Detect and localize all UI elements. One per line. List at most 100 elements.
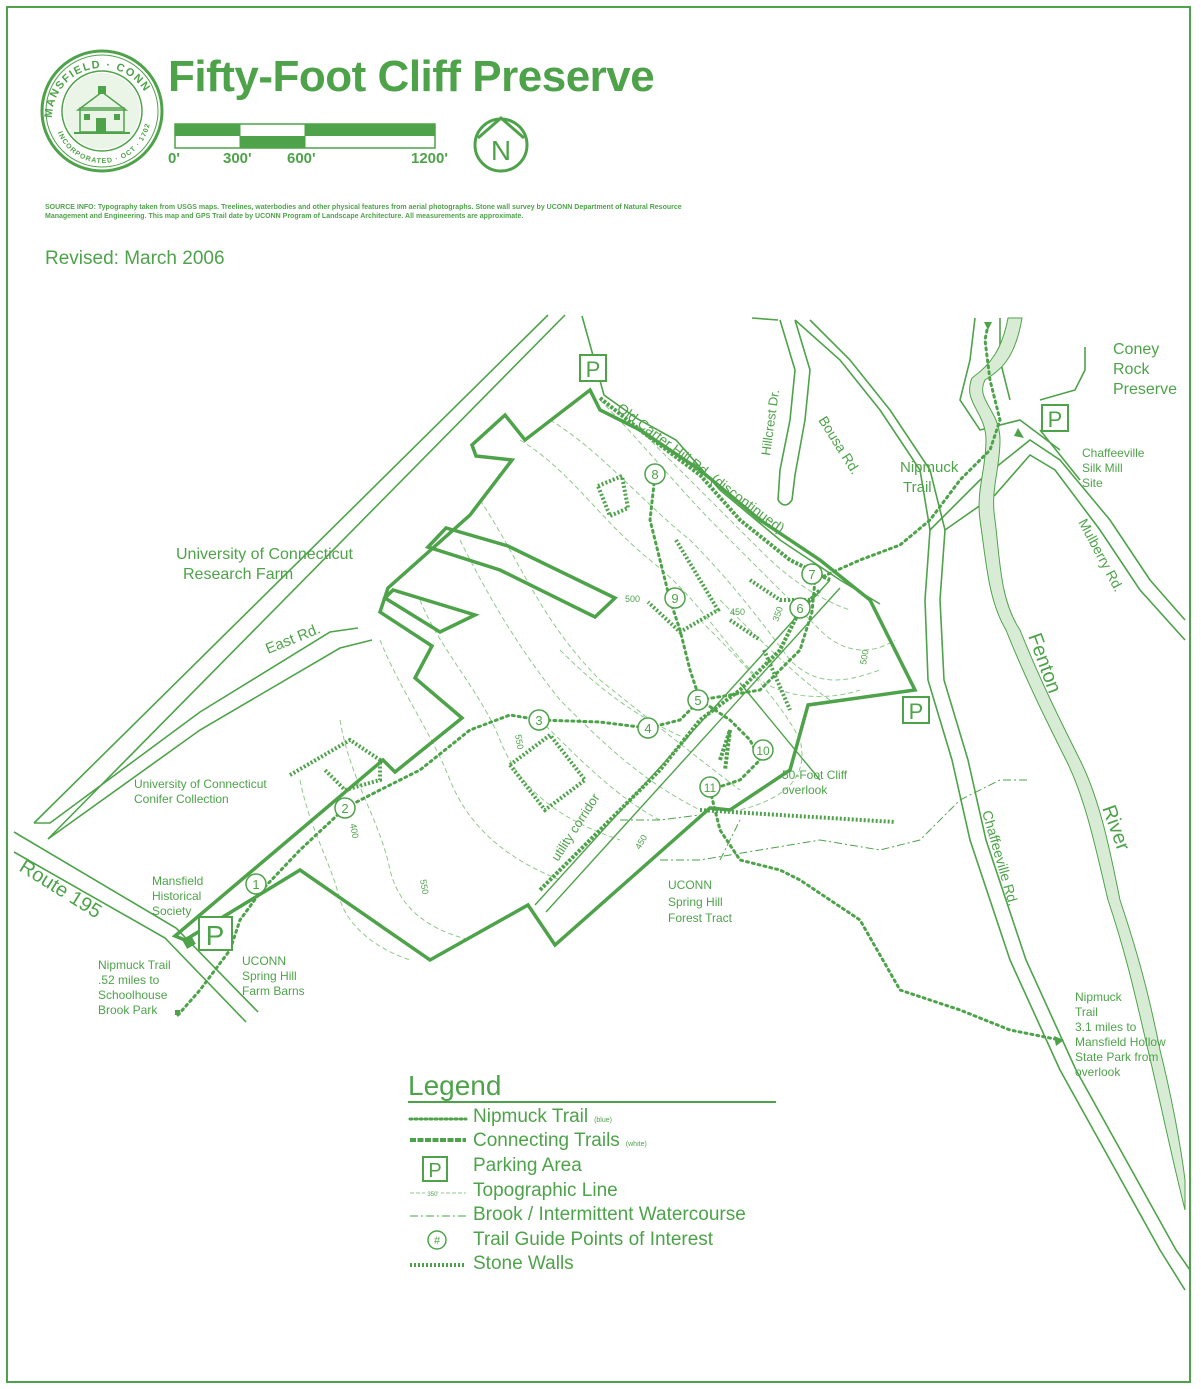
parking-silk-mill: P	[1041, 404, 1069, 432]
legend-item-parking: Parking Area	[473, 1155, 582, 1176]
svg-text:#: #	[434, 1235, 441, 1247]
parking-route195: P	[198, 916, 233, 951]
legend-item-nipmuck: Nipmuck Trail(blue)	[473, 1106, 612, 1127]
label-route-195: Route 195	[15, 856, 105, 924]
svg-text:overlook: overlook	[1075, 1065, 1121, 1079]
poi-2: 2	[334, 797, 356, 819]
legend-parking-symbol: P	[422, 1156, 448, 1182]
label-chaffeeville-rd: Chaffeeville Rd.	[979, 808, 1022, 907]
topo-labels: 350 500 450 500 550 400 550 450	[348, 594, 871, 895]
fenton-river	[969, 317, 1186, 1211]
preserve-boundary	[171, 387, 918, 963]
label-silk-mill: Chaffeeville	[1082, 446, 1145, 460]
source-info: SOURCE INFO: Typography taken from USGS …	[45, 204, 682, 220]
svg-text:P: P	[1048, 407, 1063, 432]
svg-text:Spring Hill: Spring Hill	[668, 895, 723, 909]
svg-text:450: 450	[633, 833, 649, 851]
legend-title: Legend	[408, 1070, 502, 1101]
svg-text:500: 500	[625, 594, 640, 604]
legend-topo-symbol: 350'	[410, 1190, 466, 1198]
legend-poi-symbol: #	[427, 1230, 447, 1250]
parking-markers: P P P P	[182, 354, 1069, 951]
svg-text:10: 10	[756, 744, 770, 758]
svg-text:350: 350	[770, 605, 785, 623]
poi-7: 7	[801, 563, 823, 585]
svg-text:.52 miles to: .52 miles to	[98, 973, 160, 987]
north-arrow-icon: N	[473, 116, 529, 173]
label-east-rd: East Rd.	[263, 620, 323, 657]
svg-text:4: 4	[644, 721, 651, 736]
svg-text:11: 11	[704, 781, 717, 795]
svg-text:Trail: Trail	[1075, 1005, 1098, 1019]
legend-item-topo: Topographic Line	[473, 1180, 618, 1201]
svg-text:Brook Park: Brook Park	[98, 1003, 158, 1017]
poi-4: 4	[637, 717, 659, 739]
label-bousa: Bousa Rd.	[815, 413, 863, 477]
svg-text:N: N	[491, 135, 511, 166]
poi-markers: 1 2 3 4 5 6 7 8 9 10 11	[245, 463, 823, 895]
svg-text:7: 7	[808, 567, 815, 582]
label-overlook: 50-Foot Cliff	[782, 768, 848, 782]
poi-8: 8	[644, 463, 666, 485]
legend-item-stone-walls: Stone Walls	[473, 1253, 574, 1274]
label-uconn-farm: University of Connecticut	[176, 546, 354, 563]
map-labels: University of Connecticut Research Farm …	[15, 341, 1177, 1079]
svg-text:550: 550	[418, 879, 430, 896]
map-frame	[6, 6, 1191, 1383]
svg-text:350': 350'	[427, 1192, 438, 1198]
svg-text:3.1 miles to: 3.1 miles to	[1075, 1020, 1137, 1034]
svg-text:overlook: overlook	[782, 783, 828, 797]
svg-text:Silk Mill: Silk Mill	[1082, 461, 1123, 475]
svg-text:P: P	[428, 1160, 441, 1182]
scale-label-600: 600'	[287, 150, 316, 167]
svg-text:Forest Tract: Forest Tract	[668, 911, 733, 925]
svg-text:Spring Hill: Spring Hill	[242, 969, 297, 983]
svg-text:9: 9	[671, 591, 678, 606]
label-nipmuck-north: Nipmuck	[900, 459, 959, 476]
svg-text:500: 500	[858, 649, 870, 666]
label-mulberry: Mulberry Rd.	[1075, 516, 1127, 594]
svg-text:P: P	[586, 357, 601, 382]
label-forest-tract: UCONN	[668, 878, 712, 892]
label-old-carter: Old Carter Hill Rd. (discontinued)	[614, 400, 788, 536]
label-nipmuck-east: Nipmuck	[1075, 990, 1123, 1004]
svg-text:8: 8	[651, 467, 658, 482]
label-coney-rock: Coney	[1113, 341, 1159, 358]
svg-text:P: P	[206, 920, 225, 951]
svg-text:Research Farm: Research Farm	[183, 566, 293, 583]
trail-end-markers	[175, 322, 1064, 1046]
svg-text:Preserve: Preserve	[1113, 381, 1177, 398]
svg-text:P: P	[909, 699, 924, 724]
parking-north: P	[579, 354, 607, 382]
legend-item-connecting: Connecting Trails(white)	[473, 1130, 647, 1151]
historical-society-building	[182, 935, 196, 949]
legend-item-poi: Trail Guide Points of Interest	[473, 1229, 714, 1250]
svg-text:State Park from: State Park from	[1075, 1050, 1158, 1064]
svg-text:6: 6	[796, 601, 803, 616]
connecting-trails	[538, 396, 831, 892]
poi-6: 6	[789, 597, 811, 619]
legend-symbols: P 350' #	[408, 1101, 776, 1267]
town-seal: MANSFIELD · CONN INCORPORATED · OCT · 17…	[40, 49, 164, 173]
label-historical-society: Mansfield	[152, 874, 203, 888]
poi-10: 10	[752, 739, 774, 761]
svg-text:400: 400	[348, 823, 360, 840]
svg-text:Trail: Trail	[903, 479, 932, 496]
svg-text:450: 450	[730, 607, 745, 617]
svg-text:Farm Barns: Farm Barns	[242, 984, 305, 998]
poi-1: 1	[245, 873, 267, 895]
poi-5: 5	[687, 689, 709, 711]
topo-lines	[299, 399, 896, 961]
svg-text:Society: Society	[152, 904, 191, 918]
svg-text:Rock: Rock	[1113, 361, 1150, 378]
parking-east: P	[902, 696, 930, 724]
svg-text:2: 2	[341, 801, 348, 816]
label-barns: UCONN	[242, 954, 286, 968]
svg-text:3: 3	[535, 713, 542, 728]
svg-text:1: 1	[252, 877, 259, 892]
svg-text:Schoolhouse: Schoolhouse	[98, 988, 168, 1002]
brooks	[620, 779, 1030, 861]
label-nipmuck-west: Nipmuck Trail	[98, 958, 171, 972]
label-conifer: University of Connecticut	[134, 777, 267, 791]
